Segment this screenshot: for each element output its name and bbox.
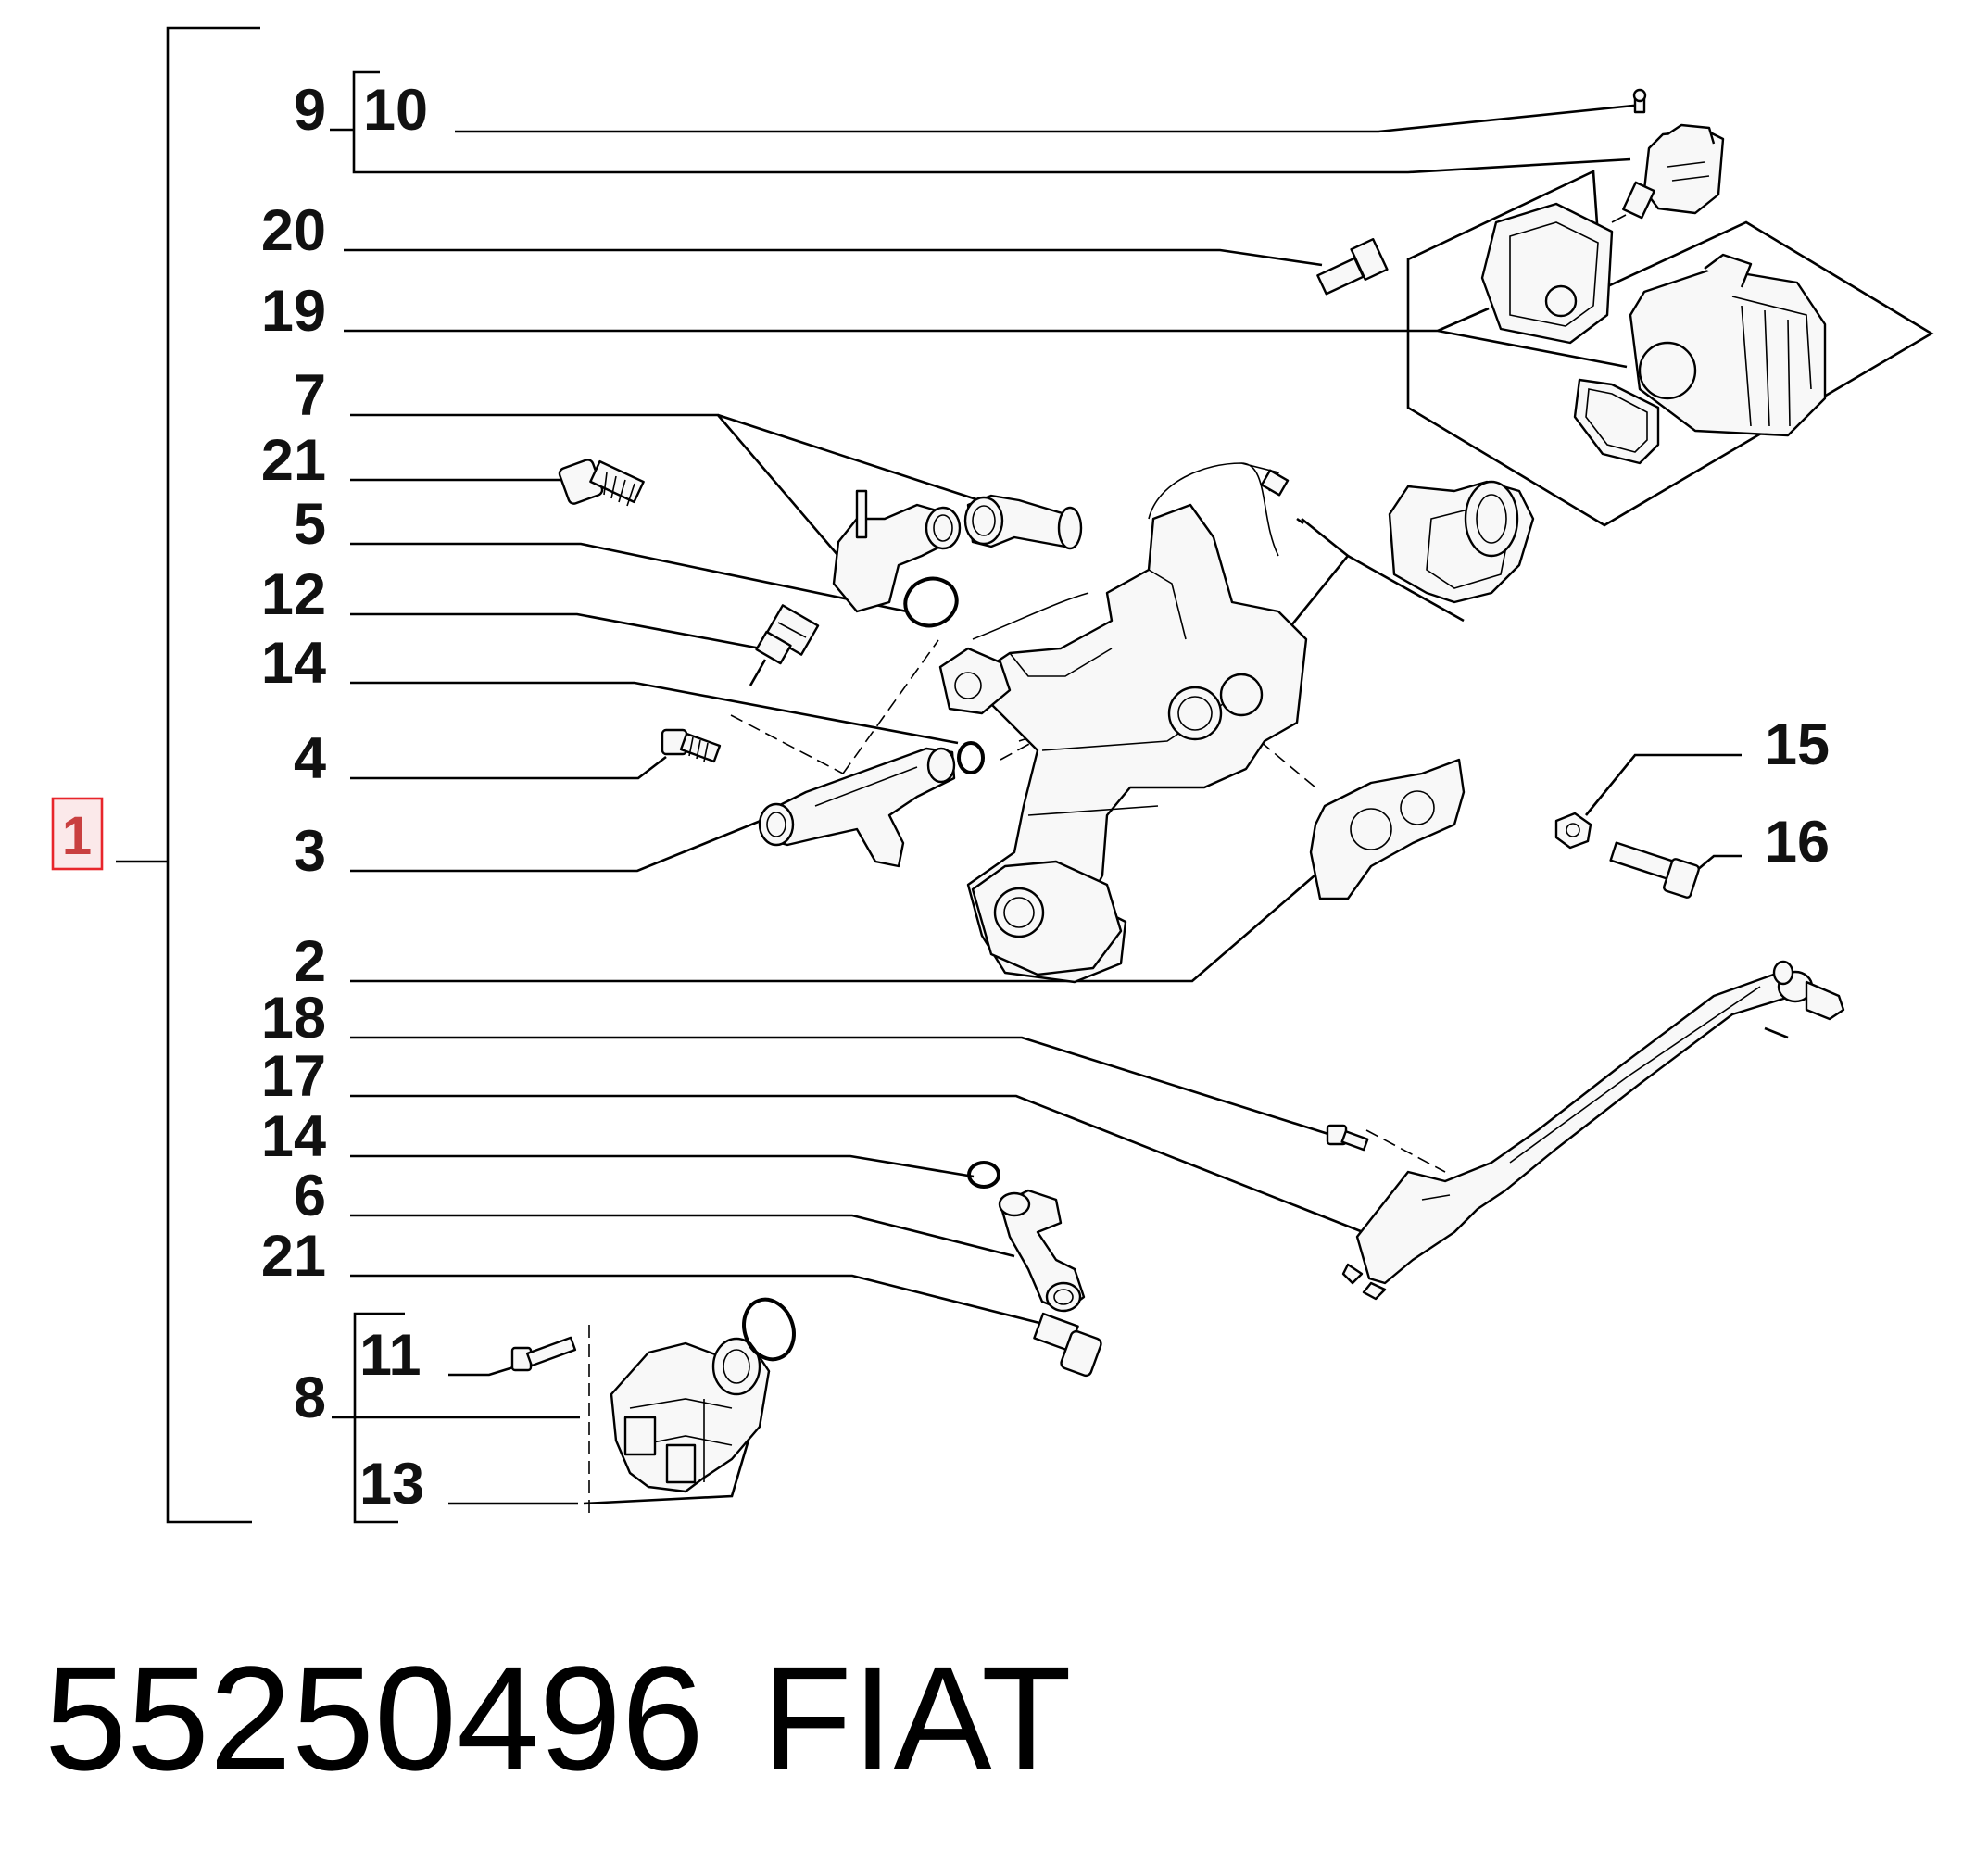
upper-right-flange <box>1388 480 1535 604</box>
part-21-bolt-upper <box>558 459 645 507</box>
callout-9: 9 <box>294 78 326 143</box>
main-housing <box>938 462 1308 984</box>
callout-20: 20 <box>261 198 326 263</box>
footer: 55250496 FIAT <box>44 1635 1072 1801</box>
part-number: 55250496 <box>44 1635 704 1801</box>
part-6-elbow <box>998 1189 1086 1313</box>
part-3-pipe <box>758 747 956 868</box>
part-11-screw <box>510 1336 577 1372</box>
callout-5: 5 <box>294 492 326 557</box>
callout-1: 1 <box>62 806 92 866</box>
part-19-module <box>1406 170 1934 527</box>
part-13-thermostat <box>610 1297 796 1493</box>
part-14-oring-upper <box>957 741 985 774</box>
bracket-9-10 <box>330 70 1643 174</box>
part-5-oring <box>903 576 959 628</box>
part-10-screw <box>1632 88 1647 114</box>
callout-3: 3 <box>294 819 326 884</box>
part-7-hoses <box>832 489 1083 613</box>
callout-16: 16 <box>1765 810 1830 875</box>
brand-name: FIAT <box>761 1635 1072 1801</box>
callout-4: 4 <box>294 726 326 791</box>
callout-7: 7 <box>294 363 326 428</box>
part-17-pipe <box>1341 960 1845 1301</box>
callout-12: 12 <box>261 562 326 627</box>
callout-13: 13 <box>359 1452 424 1517</box>
construction-lines <box>730 517 1465 1173</box>
callout-21-upper: 21 <box>261 428 326 493</box>
callout-14-lower: 14 <box>261 1104 326 1169</box>
part-20-bolt <box>1316 237 1389 296</box>
callout-21-lower: 21 <box>261 1224 326 1289</box>
part-15-nut <box>1554 812 1592 850</box>
callout-2: 2 <box>294 929 326 994</box>
part-18-bolt <box>1326 1124 1369 1152</box>
callout-labels: 1 9 10 20 19 7 21 5 12 14 4 3 2 18 17 14… <box>62 78 1830 1517</box>
callout-19: 19 <box>261 279 326 344</box>
part-21-bolt-lower <box>1033 1312 1102 1378</box>
callout-6: 6 <box>294 1164 326 1228</box>
callout-18: 18 <box>261 986 326 1051</box>
part-16-bolt <box>1609 841 1700 899</box>
part-2-gasket <box>1309 758 1466 900</box>
item-1-highlight[interactable] <box>51 797 104 871</box>
callout-10: 10 <box>363 78 428 143</box>
part-9-sensor <box>1611 123 1725 223</box>
part-4-bolt <box>661 728 722 763</box>
leader-lines <box>344 248 1742 1327</box>
callout-14-upper: 14 <box>261 631 326 696</box>
part-12-sensor <box>749 604 820 686</box>
callout-8: 8 <box>294 1366 326 1430</box>
assembly-bracket <box>51 26 260 1524</box>
part-14-oring-lower <box>967 1161 1000 1189</box>
callout-11: 11 <box>359 1323 422 1388</box>
callout-15: 15 <box>1765 712 1830 777</box>
callout-17: 17 <box>261 1044 326 1109</box>
